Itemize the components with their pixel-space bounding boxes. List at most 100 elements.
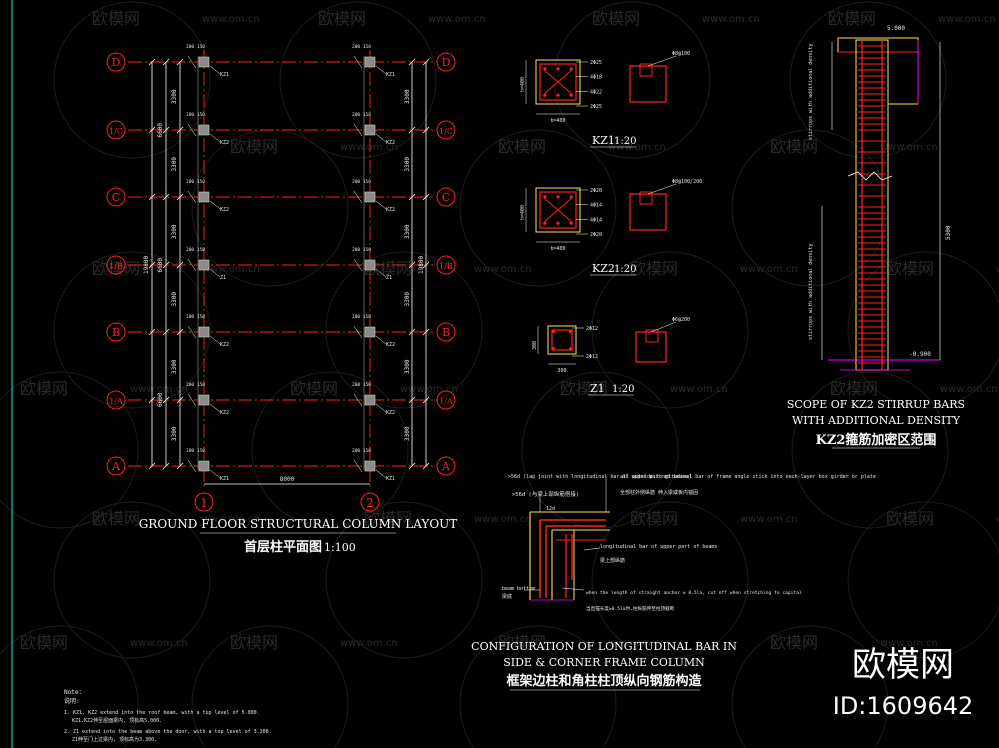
watermark-circle [459, 625, 617, 748]
watermark-brand: 欧模网 [630, 259, 678, 278]
column-leader [353, 393, 363, 407]
dim-tick [422, 58, 430, 66]
column-leader [187, 123, 197, 137]
dim-tick [408, 261, 416, 269]
watermark-circle [847, 501, 999, 659]
detail-note-f: when the length of straight anchor ≥ 0.5… [586, 590, 802, 596]
axis-bubble-left [106, 52, 126, 72]
dim-right-total: 19800 [418, 256, 425, 274]
watermark-url: www.om.cn [400, 384, 458, 395]
column-mark [364, 56, 376, 68]
watermark-url: www.om.cn [202, 14, 260, 25]
stirrup-leader [650, 321, 677, 333]
notes-line-2: 2. Z1 extend into the beam above the doo… [64, 729, 272, 735]
watermark-brand: 欧模网 [20, 633, 68, 652]
column-mark [198, 124, 210, 136]
watermark-brand: 欧模网 [830, 379, 878, 398]
watermark-brand: 欧模网 [770, 137, 818, 156]
dim-right-inner: 3300 [404, 89, 411, 104]
watermark-url: www.om.cn [202, 264, 260, 275]
dim-tick [162, 261, 170, 269]
dim-h: h=400 [520, 205, 526, 220]
watermark-brand: 欧模网 [364, 509, 412, 528]
column-mark [364, 394, 376, 406]
axis-label-right: D [442, 56, 451, 69]
watermark-brand: 欧模网 [886, 259, 934, 278]
rebar-note: 2Φ12 [586, 354, 598, 360]
dim-tick [148, 261, 156, 269]
dim-tick [176, 193, 184, 201]
dim-tick [176, 126, 184, 134]
dim-left-mid: 6600 [157, 258, 164, 273]
watermark-url: www.om.cn [940, 384, 998, 395]
column-tag-leader [375, 65, 387, 75]
corner-column-detail [524, 476, 610, 601]
axis-label-left: C [112, 191, 120, 204]
watermark-circle [325, 501, 483, 659]
watermark-url: www.om.cn [130, 638, 188, 649]
watermark-circle [325, 251, 483, 409]
column-leader [187, 258, 197, 272]
watermark-brand: 欧模网 [498, 633, 546, 652]
dim-b: b=400 [550, 246, 565, 252]
axis-label-left: D [112, 56, 121, 69]
axis-bubble-left [106, 255, 126, 275]
dim-tick [162, 126, 170, 134]
detail-note-b: >56d (与梁上部纵筋搭接) [512, 490, 579, 498]
section-name: KZ1 [592, 134, 615, 147]
watermark-circle [591, 501, 749, 659]
column-tag-leader [375, 133, 387, 143]
rebar-note: 2Φ20 [590, 188, 602, 194]
column-tag-leader [375, 200, 387, 210]
dim-tick [422, 193, 430, 201]
column-size: 200 150 [186, 179, 205, 185]
stirrup-hook [645, 329, 659, 343]
watermark-brand: 欧模网 [92, 9, 140, 28]
watermark-circle [53, 501, 211, 659]
column-leader [187, 393, 197, 407]
rebar-dot [543, 67, 547, 71]
axis-label-right: A [441, 460, 451, 473]
watermark-url: www.om.cn [880, 142, 938, 153]
stirrup-leader [647, 55, 677, 67]
rebar-dot [556, 67, 560, 71]
dim-tick [422, 462, 430, 470]
dim-tick [148, 58, 156, 66]
column-tag: KZ2 [386, 207, 395, 213]
dim-left-inner: 3300 [171, 426, 178, 441]
section-scale: 1:20 [614, 136, 636, 147]
dim-tick [176, 261, 184, 269]
column-tag: KZ2 [386, 342, 395, 348]
dim-right-inner: 3300 [404, 292, 411, 307]
detail-title-en-1: CONFIGURATION OF LONGITUDINAL BAR IN [471, 640, 737, 653]
column-size: 200 150 [186, 314, 205, 320]
stirrup-spec: Φ8@100/200 [672, 179, 702, 185]
column-leader [353, 459, 363, 473]
column-tag-leader [209, 335, 221, 345]
column-mark [198, 460, 210, 472]
column-tag: KZ1 [386, 72, 395, 78]
rebar-note: 4Φ14 [590, 217, 602, 223]
stirrup-detail [629, 193, 667, 231]
axis-bubble-left [106, 187, 126, 207]
top-level-label: 5.000 [887, 25, 905, 32]
column-tag: KZ1 [386, 476, 395, 482]
dim-tick [176, 396, 184, 404]
axis-label-col: 2 [366, 496, 374, 510]
detail-title-en-2: SIDE & CORNER FRAME COLUMN [503, 656, 705, 669]
section-stirrup [539, 191, 577, 229]
watermark-brand: 欧模网 [886, 509, 934, 528]
watermark-brand: 欧模网 [230, 137, 278, 156]
stirrup-spec: Φ8@100 [672, 51, 690, 57]
section-name: KZ2 [592, 262, 615, 275]
stirrup-detail [635, 331, 667, 363]
brand-id-label: ID:1609642 [833, 692, 974, 720]
dim-bottom: 8000 [280, 476, 295, 483]
watermark-circle [789, 1, 947, 159]
watermark-brand: 欧模网 [630, 509, 678, 528]
column-size: 200 150 [352, 44, 371, 50]
watermark-url: www.om.cn [474, 514, 532, 525]
rebar-dot [569, 221, 573, 225]
